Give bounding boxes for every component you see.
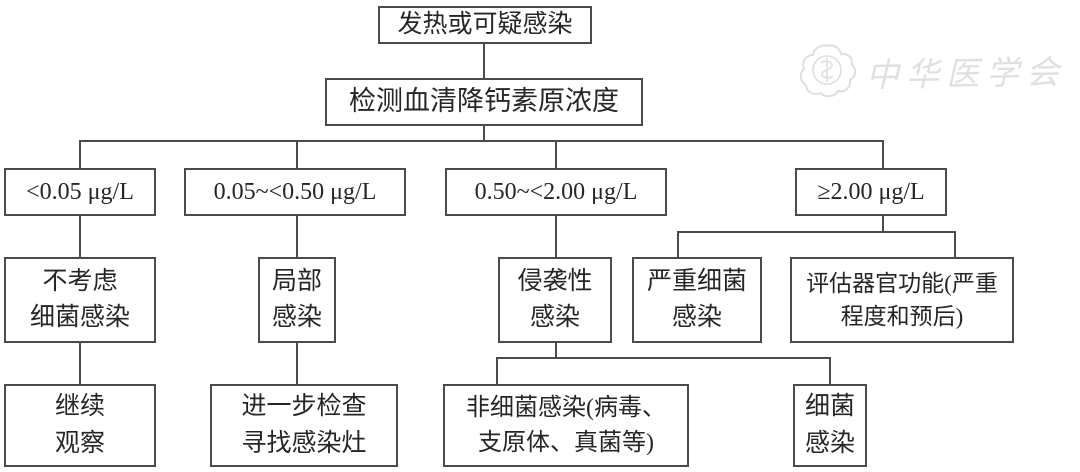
node-range-0.50-2.00: 0.50~<2.00 μg/L bbox=[445, 168, 667, 216]
node-continue-observation: 继续 观察 bbox=[4, 384, 156, 467]
connector-split2-left-drop bbox=[496, 357, 498, 384]
connector-distribution-horizontal bbox=[79, 140, 884, 142]
node-severe-bacterial-infection: 严重细菌 感染 bbox=[632, 257, 762, 343]
connector-nobacterial-to-observe bbox=[79, 343, 81, 384]
connector-split1-right-drop bbox=[954, 231, 956, 257]
connector-range1-to-interpretation bbox=[79, 216, 81, 257]
connector-start-to-test bbox=[483, 44, 485, 78]
connector-split1-left-drop bbox=[677, 231, 679, 257]
node-serum-procalcitonin-test: 检测血清降钙素原浓度 bbox=[325, 78, 643, 126]
node-range-0.05-0.50: 0.05~<0.50 μg/L bbox=[184, 168, 406, 216]
node-non-bacterial-infection: 非细菌感染(病毒、 支原体、真菌等) bbox=[443, 384, 689, 467]
node-local-infection: 局部 感染 bbox=[258, 257, 336, 343]
connector-split2-right-drop bbox=[829, 357, 831, 384]
connector-range3-to-interpretation bbox=[555, 216, 557, 257]
watermark: 中华医学会 bbox=[798, 40, 1068, 102]
connector-range4-split-horizontal bbox=[677, 231, 956, 233]
connector-local-to-exam bbox=[296, 343, 298, 384]
connector-range4-down bbox=[882, 216, 884, 233]
connector-test-down bbox=[483, 126, 485, 142]
node-no-bacterial-infection: 不考虑 细菌感染 bbox=[4, 257, 156, 343]
watermark-text: 中华医学会 bbox=[865, 52, 1067, 95]
node-bacterial-infection: 细菌 感染 bbox=[793, 384, 867, 467]
node-assess-organ-function: 评估器官功能(严重 程度和预后) bbox=[790, 257, 1014, 343]
node-invasive-infection: 侵袭性 感染 bbox=[498, 257, 612, 343]
node-fever-or-suspected-infection: 发热或可疑感染 bbox=[378, 6, 592, 44]
connector-invasive-split-horizontal bbox=[496, 357, 831, 359]
connector-branch4-drop bbox=[882, 140, 884, 168]
node-further-examination: 进一步检查 寻找感染灶 bbox=[210, 384, 398, 467]
connector-branch1-drop bbox=[79, 140, 81, 168]
connector-branch2-drop bbox=[296, 140, 298, 168]
connector-branch3-drop bbox=[555, 140, 557, 168]
node-range-ge-2.00: ≥2.00 μg/L bbox=[795, 168, 947, 216]
node-range-lt-0.05: <0.05 μg/L bbox=[4, 168, 156, 216]
connector-range2-to-interpretation bbox=[296, 216, 298, 257]
cma-emblem-icon bbox=[799, 44, 856, 98]
connector-invasive-down bbox=[555, 343, 557, 359]
